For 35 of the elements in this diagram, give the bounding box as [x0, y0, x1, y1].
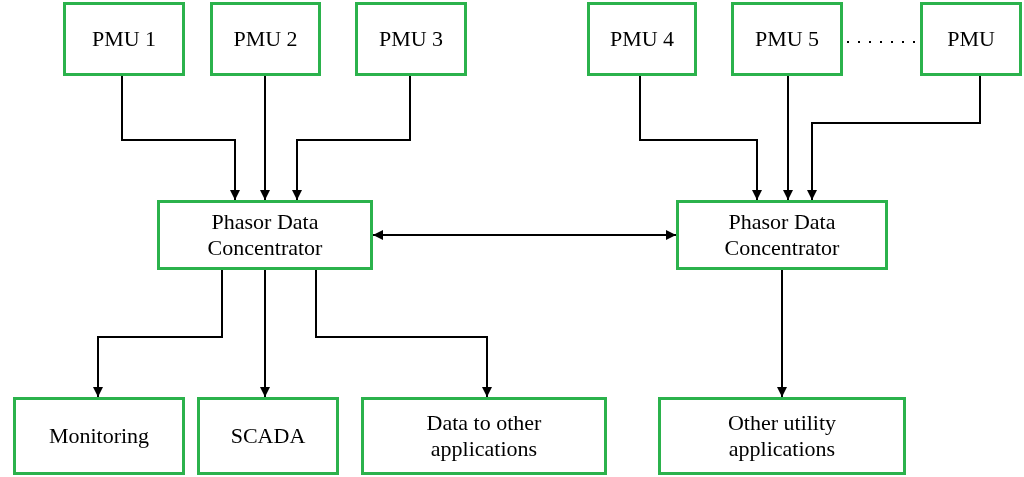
pmu-box	[210, 2, 321, 76]
concentrator-box	[676, 200, 888, 270]
box-label: Data to other applications	[425, 409, 543, 463]
pmu-box	[355, 2, 467, 76]
arrow	[783, 75, 793, 201]
application-box	[197, 397, 339, 475]
box-label: PMU 2	[233, 25, 298, 53]
arrow	[315, 269, 492, 398]
arrow	[93, 269, 223, 398]
pmu-box	[587, 2, 697, 76]
arrow	[292, 75, 411, 201]
arrow	[807, 75, 981, 201]
box-label: Monitoring	[48, 422, 150, 450]
box-label: Phasor Data Concentrator	[723, 208, 841, 262]
arrow	[372, 230, 677, 240]
arrow	[260, 75, 270, 201]
arrow	[121, 75, 240, 201]
application-box	[361, 397, 607, 475]
box-label: SCADA	[230, 422, 306, 450]
box-label: PMU	[947, 25, 995, 53]
box-label: PMU 1	[91, 25, 157, 53]
pmu-box	[63, 2, 185, 76]
box-label: PMU 4	[609, 25, 675, 53]
concentrator-box	[157, 200, 373, 270]
box-label: Other utility applications	[726, 409, 838, 463]
arrow	[260, 269, 270, 398]
arrow	[777, 269, 787, 398]
pmu-box	[920, 2, 1022, 76]
box-label: PMU 3	[378, 25, 444, 53]
box-label: Phasor Data Concentrator	[206, 208, 324, 262]
application-box	[13, 397, 185, 475]
arrow	[639, 75, 762, 201]
box-label: PMU 5	[754, 25, 820, 53]
pmu-box	[731, 2, 843, 76]
application-box	[658, 397, 906, 475]
